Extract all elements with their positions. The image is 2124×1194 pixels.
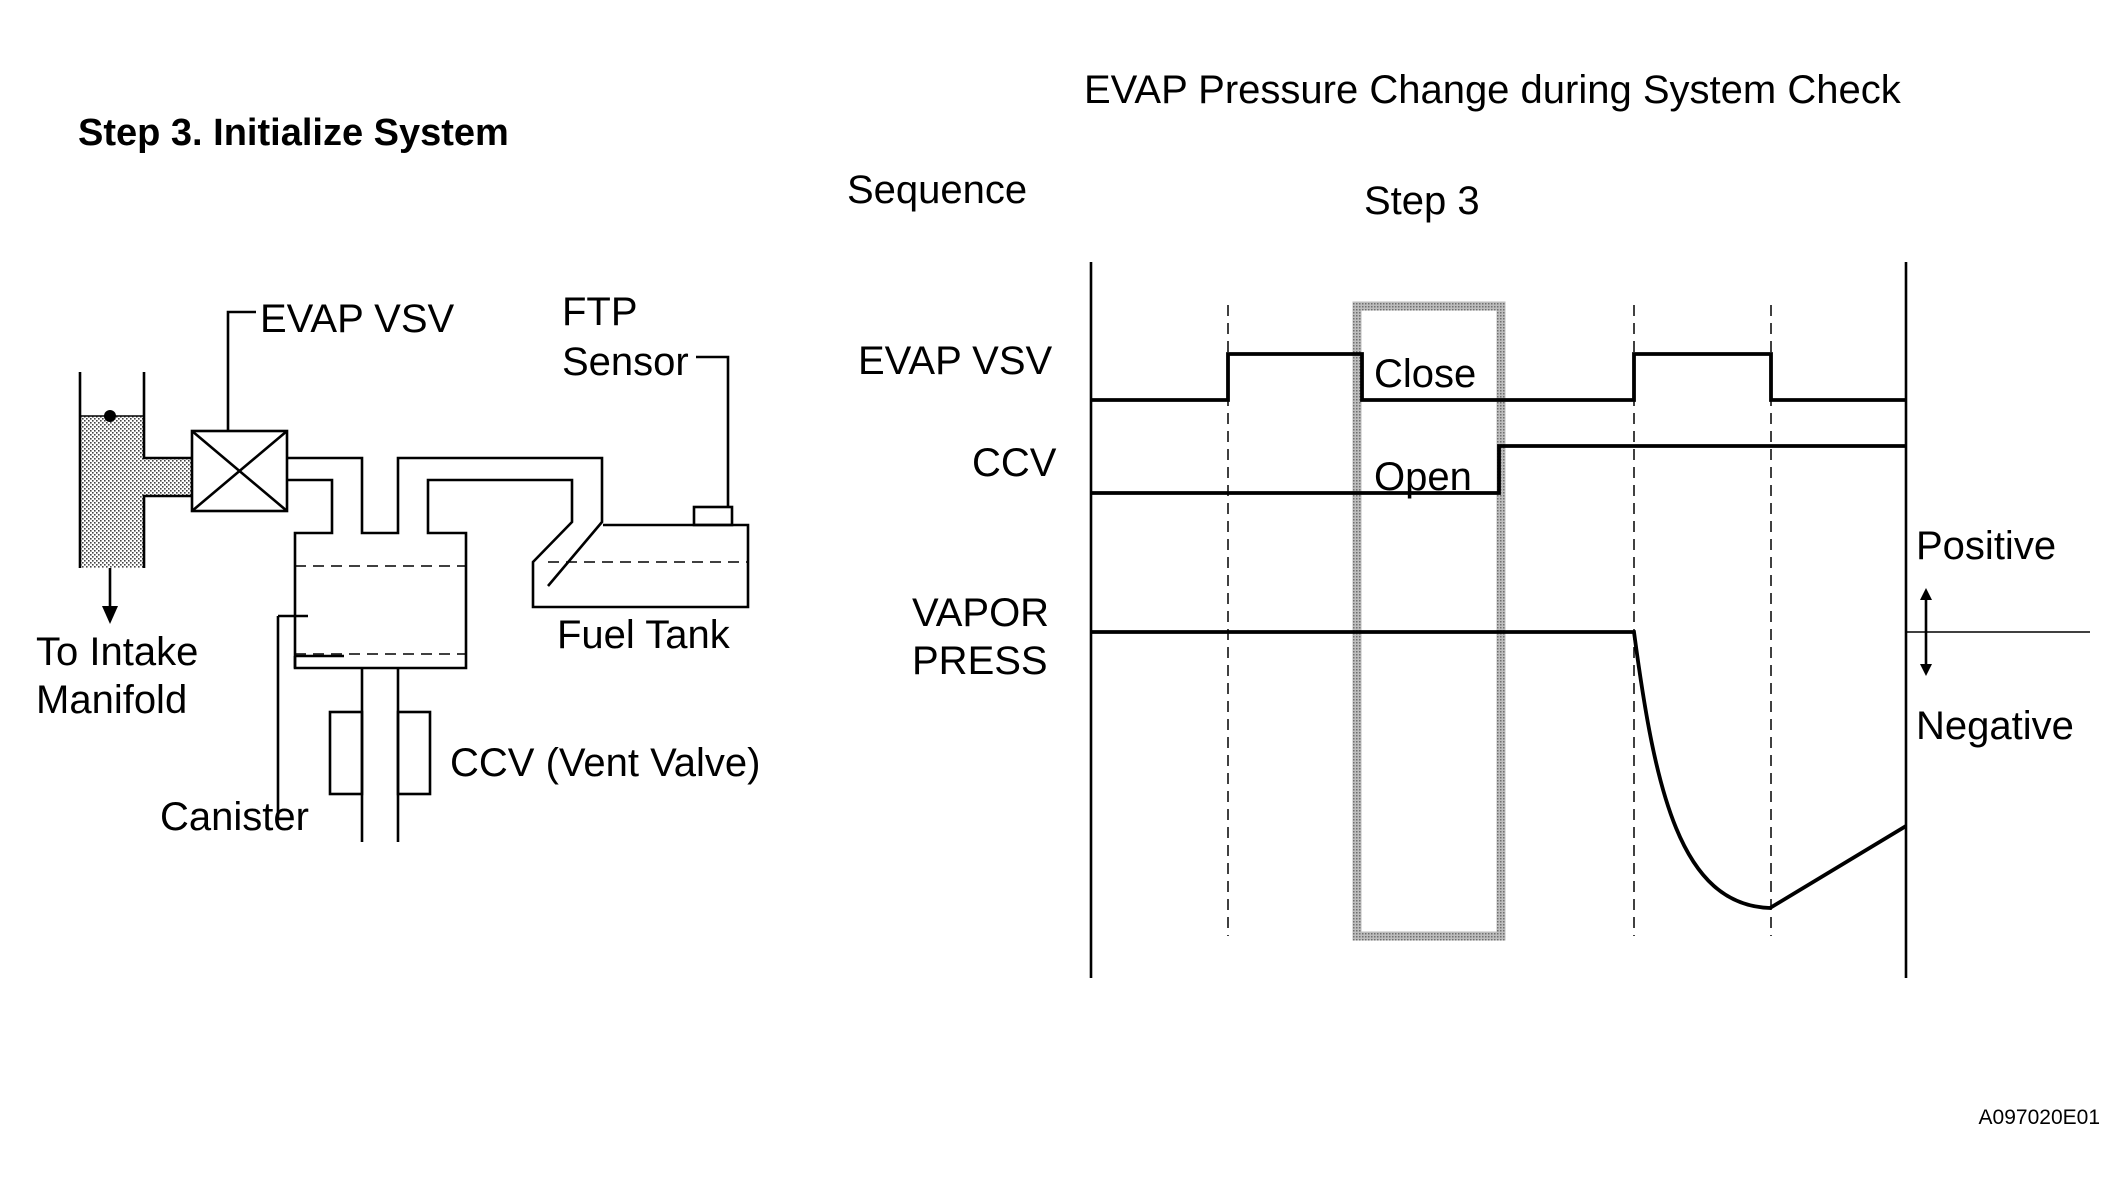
chart-title: EVAP Pressure Change during System Check: [1084, 68, 1902, 112]
step3-highlight: [1352, 301, 1506, 941]
negative-label: Negative: [1916, 704, 2074, 748]
close-label: Close: [1374, 352, 1476, 396]
row-label-vapor-line1: VAPOR: [912, 591, 1049, 635]
pressure-direction-arrow: [1920, 588, 1932, 676]
evap-vsv-valve: [190, 310, 289, 513]
vapor-pressure-curve: [1091, 630, 1907, 910]
sequence-label: Sequence: [847, 168, 1027, 212]
time-markers: [1227, 305, 1772, 936]
intake-label-line1: To Intake: [36, 630, 198, 674]
ftp-label-line1: FTP: [562, 290, 638, 334]
ccv-label: CCV (Vent Valve): [450, 741, 761, 785]
canister-piping: [276, 355, 750, 842]
evap-vsv-signal: [1091, 352, 1906, 402]
ccv-signal: [1091, 444, 1906, 495]
positive-label: Positive: [1916, 524, 2056, 568]
step-label: Step 3: [1364, 179, 1480, 223]
fuel-tank-label: Fuel Tank: [557, 613, 731, 657]
timing-chart: EVAP Pressure Change during System Check…: [847, 68, 2090, 978]
row-label-ccv: CCV: [972, 441, 1057, 485]
canister-label: Canister: [160, 795, 309, 839]
intake-label-line2: Manifold: [36, 678, 187, 722]
evap-vsv-label: EVAP VSV: [260, 297, 455, 341]
row-label-evap-vsv: EVAP VSV: [858, 339, 1053, 383]
intake-manifold-pipe: [78, 372, 192, 624]
figure-code: A097020E01: [1979, 1106, 2100, 1129]
step-title: Step 3. Initialize System: [78, 112, 509, 154]
ftp-label-line2: Sensor: [562, 340, 689, 384]
row-label-vapor-line2: PRESS: [912, 639, 1048, 683]
evap-system-schematic: Step 3. Initialize System: [36, 112, 761, 842]
open-label: Open: [1374, 455, 1472, 499]
